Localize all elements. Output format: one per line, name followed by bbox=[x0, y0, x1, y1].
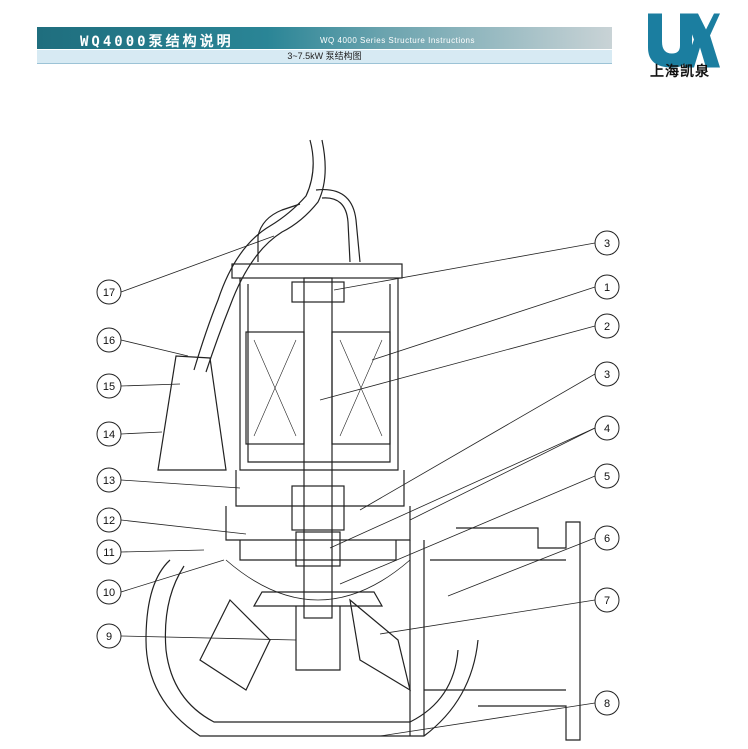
svg-text:10: 10 bbox=[103, 587, 115, 599]
svg-text:2: 2 bbox=[604, 321, 610, 333]
callout-6: 6 bbox=[594, 525, 620, 551]
terminal-box bbox=[157, 355, 227, 471]
svg-text:8: 8 bbox=[604, 698, 610, 710]
diagram-caption: 3~7.5kW 泵结构图 bbox=[287, 51, 362, 61]
shaft bbox=[303, 277, 333, 619]
mechanical-seal bbox=[295, 531, 341, 567]
svg-text:15: 15 bbox=[103, 381, 115, 393]
callout-2: 2 bbox=[594, 313, 620, 339]
callout-7: 7 bbox=[594, 587, 620, 613]
svg-text:12: 12 bbox=[103, 515, 115, 527]
svg-text:6: 6 bbox=[604, 533, 610, 545]
uk-logo-mark-icon bbox=[648, 13, 720, 68]
page-title: WQ4000泵结构说明 bbox=[80, 34, 234, 50]
upper-bearing bbox=[291, 281, 345, 303]
svg-text:13: 13 bbox=[103, 475, 115, 487]
svg-text:11: 11 bbox=[103, 547, 114, 559]
lower-bearing bbox=[291, 485, 345, 531]
title-banner bbox=[37, 27, 612, 49]
motor-housing bbox=[239, 278, 399, 471]
page-subtitle: WQ 4000 Series Structure Instructions bbox=[320, 36, 475, 45]
top-cover bbox=[231, 263, 403, 279]
svg-text:16: 16 bbox=[103, 335, 115, 347]
callout-14: 14 bbox=[96, 421, 122, 447]
callout-1: 1 bbox=[594, 274, 620, 300]
logo-text: 上海凯泉 bbox=[650, 64, 710, 80]
callout-9: 9 bbox=[96, 623, 122, 649]
callout-11: 11 bbox=[96, 539, 122, 565]
caption-bar: 3~7.5kW 泵结构图 bbox=[37, 50, 612, 64]
callout-3-lower: 3 bbox=[594, 361, 620, 387]
callout-12: 12 bbox=[96, 507, 122, 533]
svg-text:4: 4 bbox=[604, 423, 610, 435]
svg-text:17: 17 bbox=[103, 287, 115, 299]
svg-text:3: 3 bbox=[604, 238, 610, 250]
svg-text:14: 14 bbox=[103, 429, 115, 441]
callout-17: 17 bbox=[96, 279, 122, 305]
svg-text:5: 5 bbox=[604, 471, 610, 483]
callout-16: 16 bbox=[96, 327, 122, 353]
svg-text:9: 9 bbox=[106, 631, 112, 643]
svg-text:3: 3 bbox=[604, 369, 610, 381]
callout-3-top: 3 bbox=[594, 230, 620, 256]
callout-13: 13 bbox=[96, 467, 122, 493]
callout-5: 5 bbox=[594, 463, 620, 489]
svg-text:1: 1 bbox=[604, 282, 610, 294]
callout-4: 4 bbox=[594, 415, 620, 441]
svg-text:7: 7 bbox=[604, 595, 610, 607]
power-cable bbox=[193, 139, 314, 371]
callout-8: 8 bbox=[594, 690, 620, 716]
callout-10: 10 bbox=[96, 579, 122, 605]
volute-casing bbox=[145, 559, 479, 737]
callout-15: 15 bbox=[96, 373, 122, 399]
impeller bbox=[252, 591, 384, 607]
